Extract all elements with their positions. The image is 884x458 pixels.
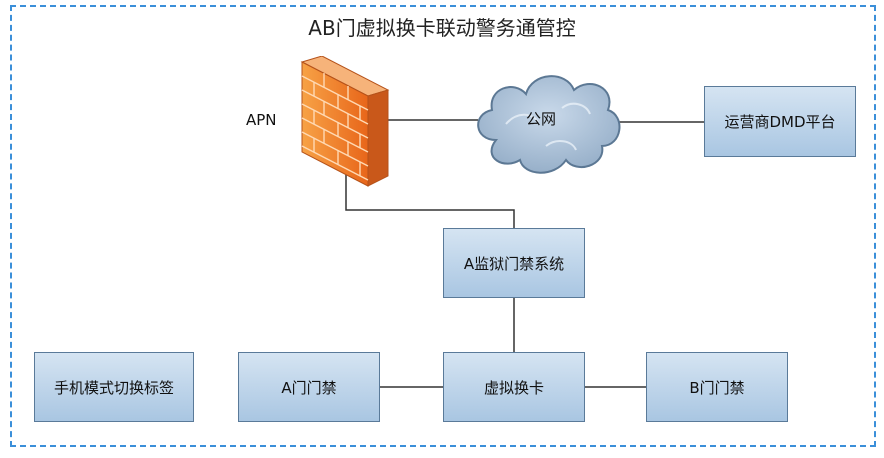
firewall-icon [300,56,390,187]
diagram-frame [10,5,876,447]
door-b-access-box: B门门禁 [646,352,788,422]
door-a-access-box: A门门禁 [238,352,380,422]
prison-access-system-box: A监狱门禁系统 [443,228,585,298]
connector-firewall-prison [345,170,515,228]
apn-label: APN [246,111,277,129]
diagram-title: AB门虚拟换卡联动警务通管控 [308,16,576,40]
operator-platform-box: 运营商DMD平台 [704,86,856,157]
cloud-label: 公网 [526,110,557,128]
virtual-card-swap-box: 虚拟换卡 [443,352,585,422]
phone-mode-switch-tag-box: 手机模式切换标签 [34,352,194,422]
cloud-icon [477,75,621,174]
